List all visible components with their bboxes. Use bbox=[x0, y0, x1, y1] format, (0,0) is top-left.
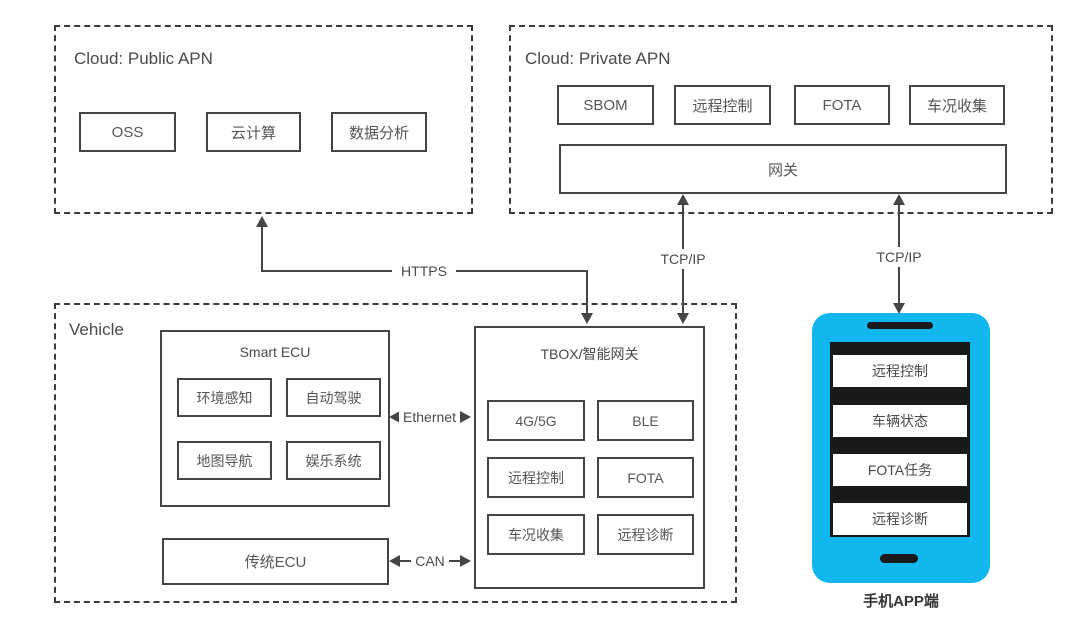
node-ble: BLE bbox=[597, 400, 694, 441]
can-arrowhead-right-icon bbox=[460, 555, 471, 567]
public-apn-title: Cloud: Public APN bbox=[74, 49, 213, 68]
vehicle-box: Vehicle Smart ECU 环境感知 自动驾驶 地图导航 娱乐系统 传统… bbox=[54, 303, 737, 603]
node-autonomous-driving: 自动驾驶 bbox=[286, 378, 381, 417]
app-item-fota-task: FOTA任务 bbox=[833, 454, 967, 486]
node-legacy-ecu: 传统ECU bbox=[162, 538, 389, 585]
can-arrowhead-left-icon bbox=[389, 555, 400, 567]
node-vehicle-data-collect-cloud: 车况收集 bbox=[909, 85, 1005, 125]
private-apn-box: Cloud: Private APN SBOM 远程控制 FOTA 车况收集 网… bbox=[509, 25, 1053, 214]
tbox-title: TBOX/智能网关 bbox=[540, 346, 639, 362]
can-label: CAN bbox=[411, 551, 449, 571]
phone-device: 远程控制 车辆状态 FOTA任务 远程诊断 bbox=[812, 313, 990, 583]
vehicle-title: Vehicle bbox=[69, 320, 124, 339]
node-oss: OSS bbox=[79, 112, 176, 152]
phone-speaker-icon bbox=[867, 322, 933, 329]
node-map-navigation: 地图导航 bbox=[177, 441, 272, 480]
ethernet-arrowhead-right-icon bbox=[460, 411, 471, 423]
node-vehicle-data-collect-tbox: 车况收集 bbox=[487, 514, 585, 555]
node-data-analysis: 数据分析 bbox=[331, 112, 427, 152]
ethernet-label: Ethernet bbox=[399, 407, 460, 427]
public-apn-box: Cloud: Public APN OSS 云计算 数据分析 bbox=[54, 25, 473, 214]
private-apn-title: Cloud: Private APN bbox=[525, 49, 671, 68]
tcpip-right-arrowhead-down-icon bbox=[893, 303, 905, 314]
phone-caption: 手机APP端 bbox=[863, 593, 939, 610]
node-gateway: 网关 bbox=[559, 144, 1007, 194]
smart-ecu-title: Smart ECU bbox=[239, 344, 311, 360]
https-arrowhead-down-icon bbox=[581, 313, 593, 324]
phone-screen: 远程控制 车辆状态 FOTA任务 远程诊断 bbox=[830, 342, 970, 537]
phone-home-button-icon bbox=[880, 554, 918, 563]
tcpip-left-label: TCP/IP bbox=[657, 249, 709, 269]
tcpip-right-arrowhead-up-icon bbox=[893, 194, 905, 205]
tcpip-left-arrowhead-up-icon bbox=[677, 194, 689, 205]
node-remote-control-tbox: 远程控制 bbox=[487, 457, 585, 498]
app-item-vehicle-status: 车辆状态 bbox=[833, 405, 967, 437]
node-sbom: SBOM bbox=[557, 85, 654, 125]
smart-ecu-box: Smart ECU 环境感知 自动驾驶 地图导航 娱乐系统 bbox=[160, 330, 390, 507]
ethernet-arrowhead-left-icon bbox=[389, 411, 400, 423]
https-line-right-vertical bbox=[586, 272, 588, 314]
node-cloud-computing: 云计算 bbox=[206, 112, 301, 152]
https-label: HTTPS bbox=[392, 261, 456, 281]
https-line-left-vertical bbox=[261, 227, 263, 272]
node-fota-cloud: FOTA bbox=[794, 85, 890, 125]
node-remote-diagnosis-tbox: 远程诊断 bbox=[597, 514, 694, 555]
https-arrowhead-up-icon bbox=[256, 216, 268, 227]
tcpip-left-arrowhead-down-icon bbox=[677, 313, 689, 324]
app-item-remote-control: 远程控制 bbox=[833, 355, 967, 387]
node-remote-control-cloud: 远程控制 bbox=[674, 85, 771, 125]
node-env-perception: 环境感知 bbox=[177, 378, 272, 417]
node-entertainment-system: 娱乐系统 bbox=[286, 441, 381, 480]
app-item-remote-diagnosis: 远程诊断 bbox=[833, 503, 967, 535]
tcpip-right-label: TCP/IP bbox=[873, 247, 925, 267]
node-fota-tbox: FOTA bbox=[597, 457, 694, 498]
tbox-box: TBOX/智能网关 4G/5G BLE 远程控制 FOTA 车况收集 远程诊断 bbox=[474, 326, 705, 589]
node-4g5g: 4G/5G bbox=[487, 400, 585, 441]
